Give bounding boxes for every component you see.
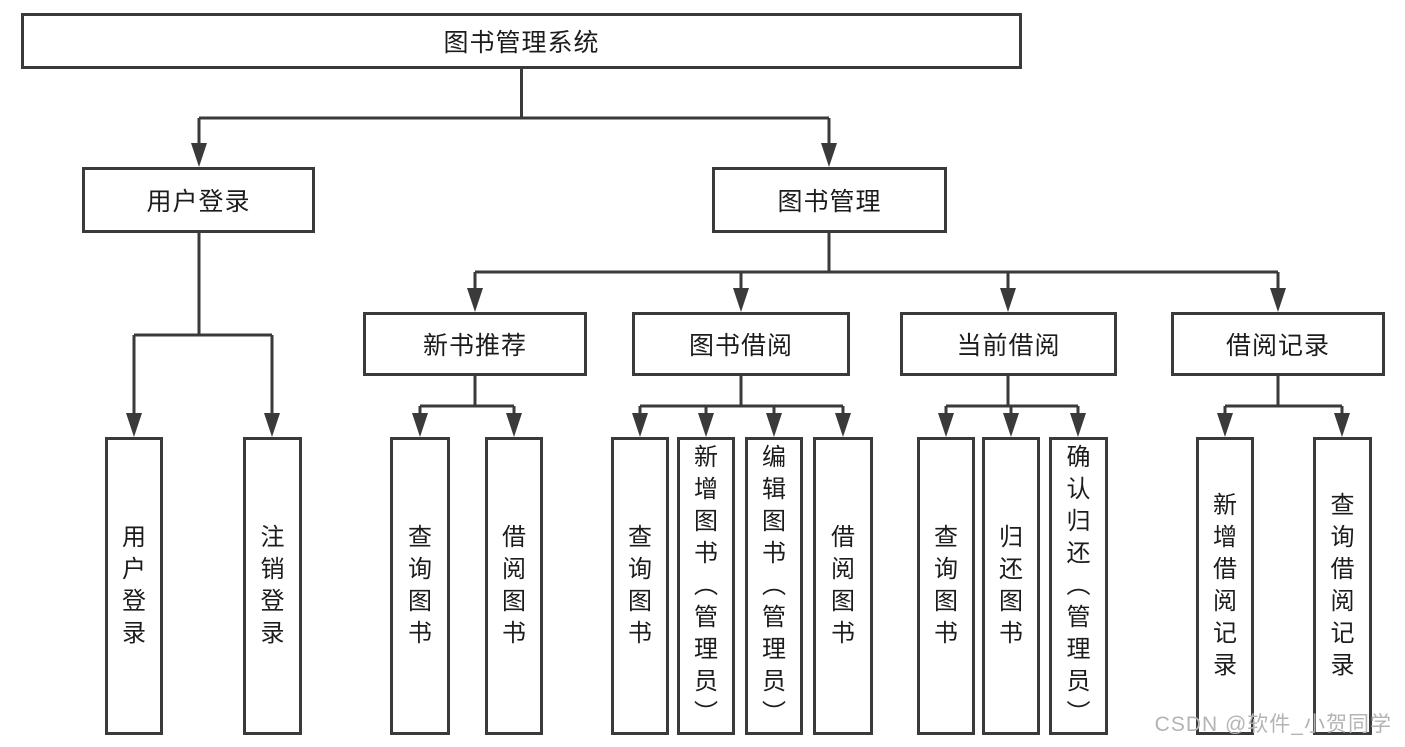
watermark: CSDN @软件_小贺同学 xyxy=(1154,713,1392,736)
connector-new-book-recommend-children xyxy=(412,376,522,437)
node-book-borrow: 图书借阅 xyxy=(632,312,850,376)
arrowhead xyxy=(1070,413,1086,437)
node-current-borrow: 当前借阅 xyxy=(900,312,1117,376)
connector-user-login-children xyxy=(126,233,280,437)
leaf-logout-login: 注 销 登 录 xyxy=(243,437,302,735)
leaf-query-books-recommend: 查 询 图 书 xyxy=(390,437,450,735)
arrowhead xyxy=(938,413,954,437)
arrowhead xyxy=(1217,413,1233,437)
arrowhead xyxy=(1000,288,1016,312)
arrowhead xyxy=(126,413,142,437)
arrowhead xyxy=(835,413,851,437)
arrowhead xyxy=(191,143,207,167)
connector-root-to-level2 xyxy=(191,69,837,167)
arrowhead xyxy=(467,288,483,312)
arrowhead xyxy=(264,413,280,437)
arrowhead xyxy=(766,413,782,437)
connector-current-borrow-children xyxy=(938,376,1086,437)
leaf-query-books-current: 查 询 图 书 xyxy=(917,437,975,735)
leaf-borrow-books-recommend: 借 阅 图 书 xyxy=(485,437,543,735)
arrowhead xyxy=(733,288,749,312)
arrowhead xyxy=(632,413,648,437)
node-user-login: 用户登录 xyxy=(82,167,315,233)
connector-borrow-records-children xyxy=(1217,376,1350,437)
arrowhead xyxy=(412,413,428,437)
leaf-add-borrow-record: 新 增 借 阅 记 录 xyxy=(1196,437,1254,735)
connector-book-borrow-children xyxy=(632,376,851,437)
node-new-book-recommend: 新书推荐 xyxy=(363,312,587,376)
node-book-management: 图书管理 xyxy=(712,167,947,233)
leaf-edit-book-admin: 编 辑 图 书 ︵ 管 理 员 ︶ xyxy=(745,437,803,735)
arrowhead xyxy=(1270,288,1286,312)
arrowhead xyxy=(1334,413,1350,437)
leaf-query-books-borrow: 查 询 图 书 xyxy=(611,437,669,735)
leaf-confirm-return-admin: 确 认 归 还 ︵ 管 理 员 ︶ xyxy=(1049,437,1108,735)
leaf-add-book-admin: 新 增 图 书 ︵ 管 理 员 ︶ xyxy=(677,437,735,735)
node-library-system: 图书管理系统 xyxy=(21,13,1022,69)
arrowhead xyxy=(821,143,837,167)
node-borrow-records: 借阅记录 xyxy=(1171,312,1385,376)
leaf-return-book: 归 还 图 书 xyxy=(982,437,1040,735)
connector-book-management-children xyxy=(467,233,1286,312)
leaf-query-borrow-record: 查 询 借 阅 记 录 xyxy=(1313,437,1372,735)
arrowhead xyxy=(698,413,714,437)
arrowhead xyxy=(506,413,522,437)
leaf-user-login: 用 户 登 录 xyxy=(105,437,163,735)
arrowhead xyxy=(1003,413,1019,437)
leaf-borrow-books-borrow: 借 阅 图 书 xyxy=(813,437,873,735)
